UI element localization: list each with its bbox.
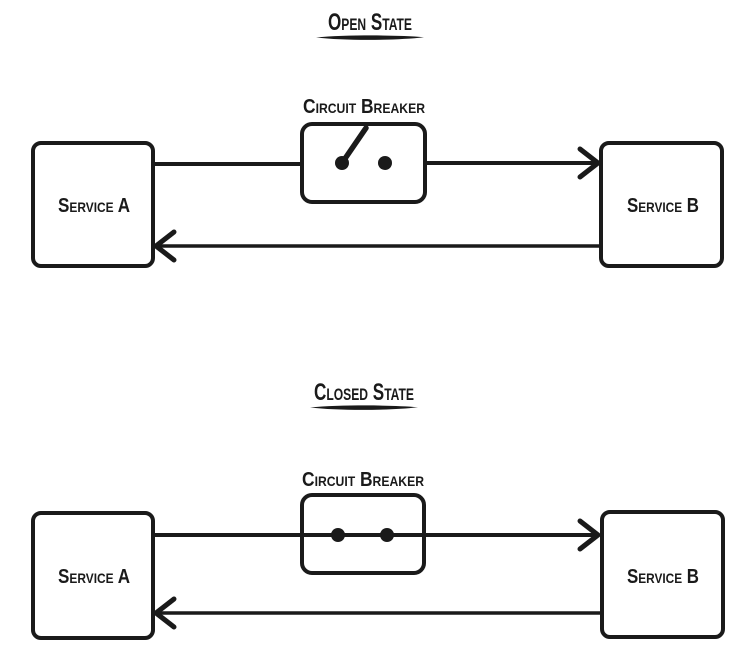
open-state-title-underline [316, 35, 424, 40]
circuit-breaker-label-closed: Circuit Breaker [302, 469, 424, 491]
response-arrowhead-icon-closed [153, 596, 177, 630]
service-a-label-open: Service A [58, 195, 130, 217]
circuit-breaker-label-open: Circuit Breaker [303, 96, 425, 118]
circuit-breaker-box-closed [300, 493, 426, 575]
closed-state-title: Closed State [314, 379, 414, 406]
service-a-box-closed [31, 511, 155, 640]
service-a-label-closed: Service A [58, 566, 130, 588]
switch-contact-right-open [378, 156, 392, 170]
request-arrowhead-icon-closed [577, 518, 601, 552]
switch-contact-right-closed [380, 528, 394, 542]
switch-lever-open-icon [339, 125, 369, 166]
closed-state-title-underline [310, 405, 418, 410]
request-arrowhead-icon-open [577, 146, 601, 180]
circuit-breaker-box-open [300, 122, 427, 204]
service-b-box-closed [600, 510, 725, 639]
response-arrowhead-icon-open [153, 229, 177, 263]
switch-contact-left-closed [331, 528, 345, 542]
open-state-section: Open State Circuit Breaker Service A Ser… [31, 9, 724, 268]
service-a-box-open [31, 141, 155, 268]
service-b-box-open [599, 141, 724, 268]
service-b-label-open: Service B [627, 195, 699, 217]
open-state-title: Open State [328, 9, 412, 36]
switch-contact-left-open [335, 156, 349, 170]
service-b-label-closed: Service B [627, 566, 699, 588]
closed-state-section: Closed State Circuit Breaker Service A S… [31, 379, 725, 640]
